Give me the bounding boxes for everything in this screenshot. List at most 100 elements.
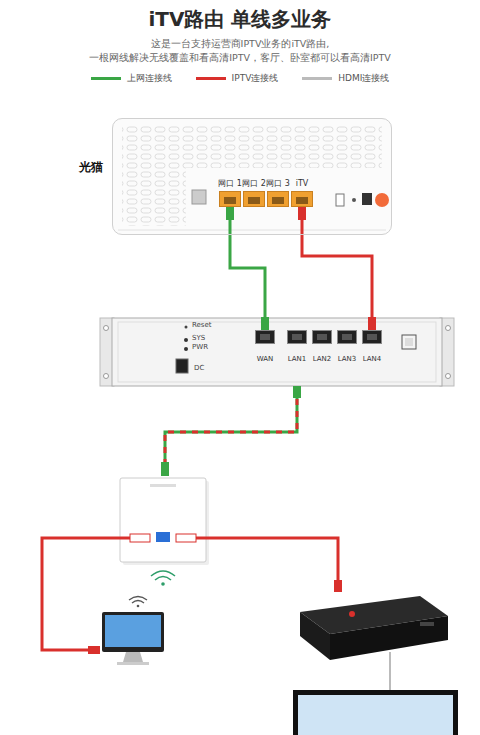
switch xyxy=(402,335,416,349)
port-label-wrap: LAN4 xyxy=(361,346,383,365)
screw-hole xyxy=(104,374,109,379)
legend-item: IPTV连接线 xyxy=(196,72,279,85)
phone-port xyxy=(192,190,206,204)
panel-port xyxy=(156,532,170,542)
node-label: PWR xyxy=(192,344,208,352)
legend-swatch xyxy=(91,77,121,80)
reset-hole xyxy=(352,198,356,202)
wifi-icon xyxy=(155,577,171,581)
rj45-port-black xyxy=(255,330,275,344)
port-label-wrap: iTV xyxy=(291,171,313,191)
rj45-port-black xyxy=(337,330,357,344)
legend-item: HDMI连接线 xyxy=(302,72,389,85)
wifi-icon xyxy=(161,582,165,586)
wifi-icon xyxy=(132,601,144,604)
node-label: Reset xyxy=(192,322,212,330)
power-jack xyxy=(176,359,188,373)
legend-swatch xyxy=(302,77,332,80)
rj45-port-black xyxy=(287,330,307,344)
port-socket xyxy=(342,334,352,340)
cable-plug xyxy=(298,207,306,220)
cable-plug xyxy=(130,534,150,542)
ethernet-port: 网口 2 xyxy=(242,171,266,207)
power-jack xyxy=(362,193,372,205)
ethernet-port: 网口 1 xyxy=(218,171,242,207)
port-label-wrap: WAN xyxy=(254,346,276,365)
legend-text: 上网连接线 xyxy=(127,72,172,85)
port-label: LAN1 xyxy=(288,355,307,364)
switch-knob xyxy=(405,338,413,346)
port-label: 网口 2 xyxy=(242,179,266,189)
ethernet-port: WAN xyxy=(254,330,276,365)
stb-side xyxy=(300,612,330,660)
port-label: LAN4 xyxy=(363,355,382,364)
rj45-port-orange xyxy=(243,191,265,207)
port-label: LAN2 xyxy=(313,355,332,364)
panel xyxy=(120,478,206,562)
wall-ap xyxy=(120,478,209,586)
modem-shell xyxy=(112,118,392,235)
port-socket xyxy=(224,197,236,204)
screw-hole xyxy=(446,326,451,331)
modem-body xyxy=(112,118,392,235)
monitor xyxy=(102,612,164,652)
node-label: 光猫 xyxy=(79,161,103,174)
wifi-icon xyxy=(129,597,147,601)
rj45-port-orange xyxy=(219,191,241,207)
port-label-wrap: 网口 2 xyxy=(242,171,266,191)
rj45-port-orange xyxy=(291,191,313,207)
ethernet-port: LAN1 xyxy=(286,330,308,365)
stb-display xyxy=(420,622,434,626)
television xyxy=(293,690,458,735)
legend-item: 上网连接线 xyxy=(91,72,172,85)
wifi-icon xyxy=(151,571,175,576)
usb-port xyxy=(336,194,344,206)
cable-plug xyxy=(368,317,376,330)
port-socket xyxy=(272,197,284,204)
legend-text: IPTV连接线 xyxy=(232,72,279,85)
cable-plug xyxy=(161,462,169,476)
ethernet-port: LAN4 xyxy=(361,330,383,365)
screw-hole xyxy=(446,374,451,379)
port-label-wrap: 网口 3 xyxy=(266,171,290,191)
hdmi-cable xyxy=(389,652,391,690)
router-bevel xyxy=(118,322,436,382)
tv-screen xyxy=(298,695,453,735)
set-top-box xyxy=(300,596,448,660)
port-label: 网口 3 xyxy=(266,179,290,189)
diagram-title: iTV路由 单线多业务 xyxy=(0,6,480,33)
node-label: DC xyxy=(194,365,204,373)
port-label: LAN3 xyxy=(338,355,357,364)
node-label: SYS xyxy=(192,335,205,343)
cable-red xyxy=(196,538,338,588)
network-cable xyxy=(302,207,372,330)
tv-frame xyxy=(293,690,458,735)
port-label-wrap: LAN1 xyxy=(286,346,308,365)
status-led xyxy=(184,338,188,342)
vent-holes xyxy=(122,126,382,168)
cable-plug xyxy=(334,580,342,592)
legend: 上网连接线 IPTV连接线 HDMI连接线 xyxy=(0,72,480,85)
cable-green xyxy=(165,387,297,466)
ethernet-port: 网口 3 xyxy=(266,171,290,207)
screw-hole xyxy=(104,326,109,331)
ethernet-port: LAN3 xyxy=(336,330,358,365)
port-socket xyxy=(292,334,302,340)
iptv-cable xyxy=(42,534,342,654)
ethernet-port: iTV xyxy=(291,171,313,207)
port-socket xyxy=(367,334,377,340)
rj45-port-black xyxy=(312,330,332,344)
subtitle-text: 一根网线解决无线覆盖和看高清IPTV，客厅、卧室都可以看高清IPTV xyxy=(0,52,480,65)
router-shell xyxy=(112,318,442,386)
modem-edge xyxy=(118,230,386,231)
cable-plug xyxy=(261,317,269,330)
power-button xyxy=(375,193,389,207)
vent-holes xyxy=(122,168,186,226)
status-led xyxy=(184,347,188,351)
legend-swatch xyxy=(196,77,226,80)
router-body xyxy=(100,318,454,386)
port-label-wrap: LAN3 xyxy=(336,346,358,365)
